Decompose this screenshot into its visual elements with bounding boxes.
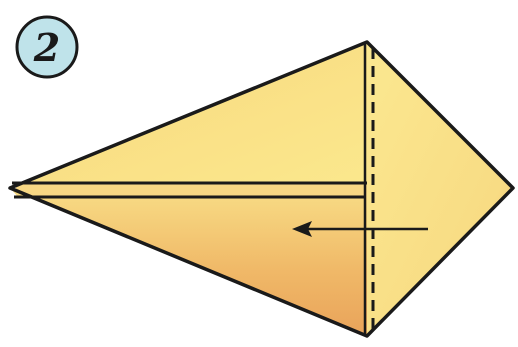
folded-flap-strip [15, 183, 367, 197]
right-face [367, 42, 513, 336]
step-number: 2 [33, 25, 60, 70]
step-badge: 2 [17, 17, 77, 77]
paper-kite [10, 42, 513, 336]
